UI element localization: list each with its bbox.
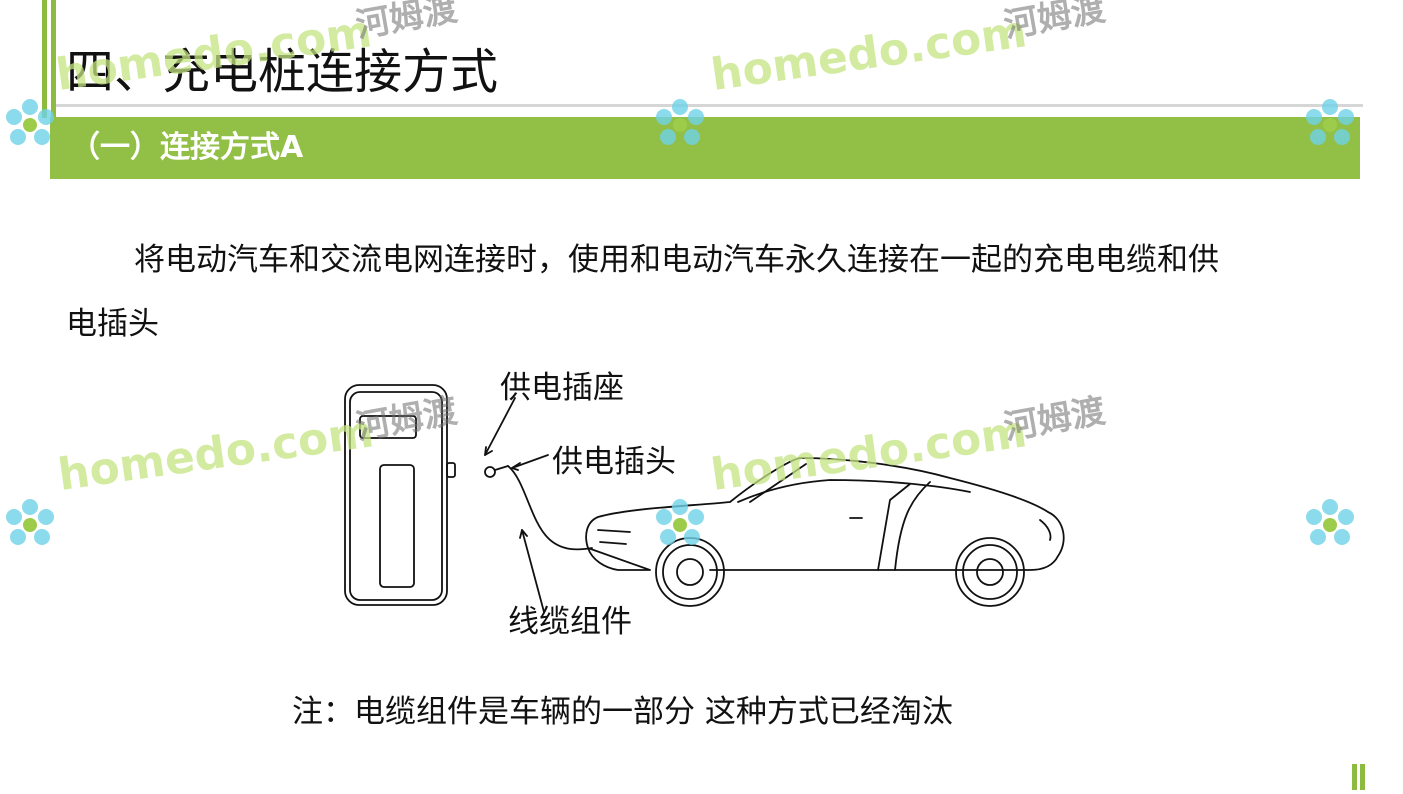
note-text: 注：电缆组件是车辆的一部分 这种方式已经淘汰	[292, 694, 953, 730]
section-header-band: （一）连接方式A	[50, 117, 1360, 179]
slide-title: 四、充电桩连接方式	[66, 44, 499, 100]
watermark-logo-icon-4	[0, 495, 60, 559]
electric-car-icon	[585, 457, 1065, 607]
diagram-svg	[344, 384, 1065, 613]
watermark-text-en-3: homedo.com	[54, 406, 377, 501]
footer-bars-icon	[1352, 764, 1366, 790]
left-accent-bar-2	[51, 0, 56, 118]
charging-station-icon	[344, 384, 456, 606]
plug-cable-icon	[484, 465, 593, 551]
watermark-text-en-2: homedo.com	[707, 6, 1030, 101]
section-title: （一）连接方式A	[70, 130, 304, 165]
left-accent-bar	[42, 0, 47, 118]
watermark-text-cn-2: 河姆渡	[1000, 0, 1109, 47]
connection-diagram: 供电插座 供电插头 线缆组件	[330, 360, 1090, 664]
label-pointer-lines	[484, 397, 549, 613]
watermark-logo-icon-6	[1300, 495, 1360, 559]
label-plug: 供电插头	[552, 444, 676, 480]
label-socket: 供电插座	[500, 370, 624, 406]
label-cable: 线缆组件	[508, 604, 632, 640]
title-divider	[56, 104, 1363, 107]
description-paragraph: 将电动汽车和交流电网连接时，使用和电动汽车永久连接在一起的充电电缆和供电插头	[66, 242, 1219, 342]
